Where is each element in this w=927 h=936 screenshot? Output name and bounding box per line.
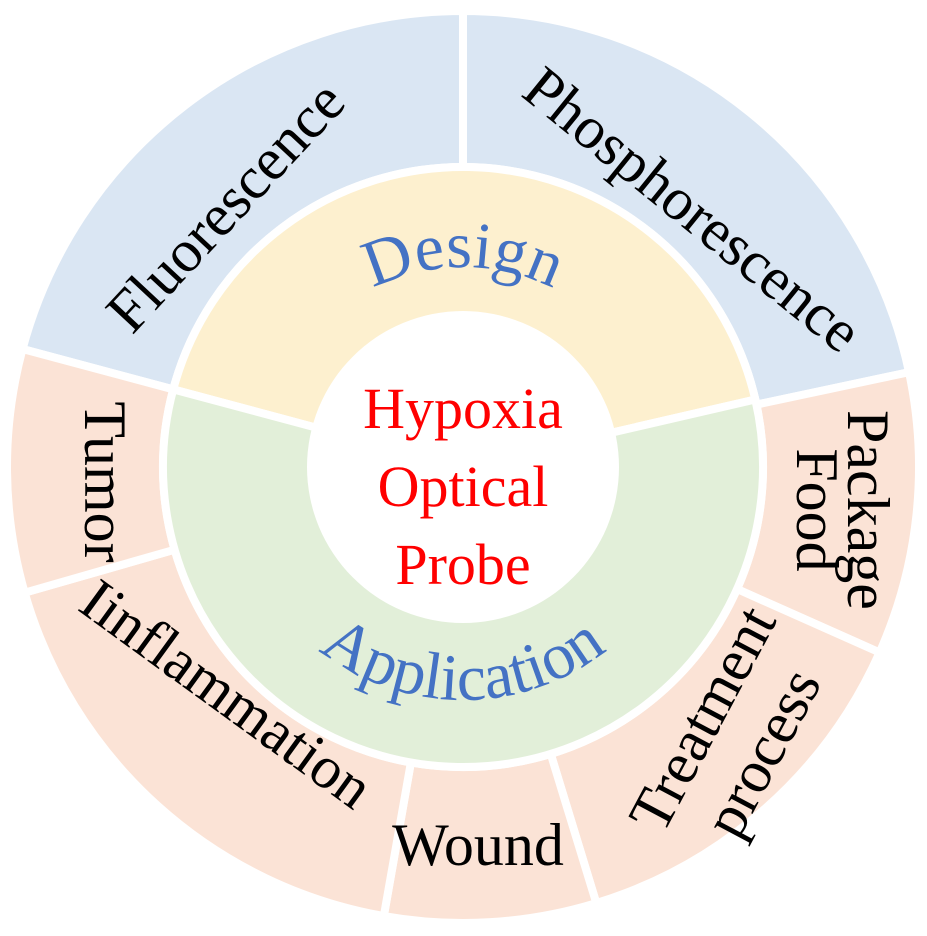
wound-label: Wound: [392, 812, 564, 878]
center-circle: [307, 311, 619, 623]
center-line-1: Hypoxia: [363, 376, 563, 441]
tumor-label: Tumor: [72, 401, 138, 562]
center-line-2: Optical: [378, 454, 549, 519]
package-label: Package: [835, 410, 901, 610]
food-label: Food: [784, 448, 850, 571]
center-line-3: Probe: [395, 532, 530, 597]
